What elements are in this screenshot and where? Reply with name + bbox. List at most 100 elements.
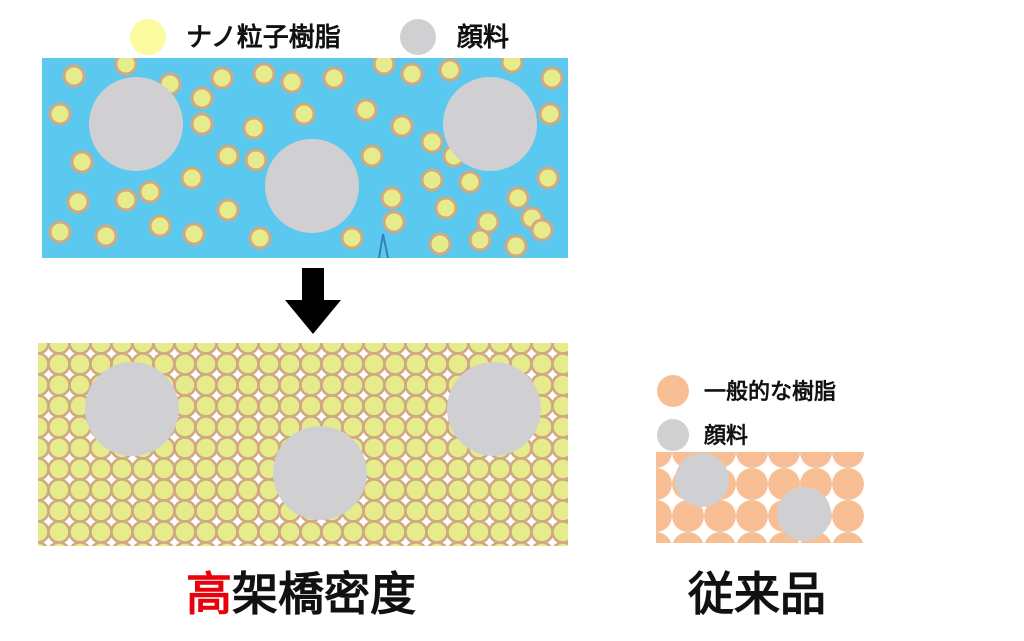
nano-particle <box>38 373 50 397</box>
nano-particle <box>252 62 276 86</box>
pigment-particle <box>675 453 729 507</box>
nano-particle <box>383 343 407 355</box>
nano-particle <box>216 144 240 168</box>
nano-particle <box>382 210 406 234</box>
nano-particle <box>215 436 239 460</box>
nano-particle <box>406 541 426 546</box>
nano-particle <box>425 499 449 523</box>
pigment-particle <box>273 426 367 520</box>
nano-particle <box>551 478 568 502</box>
nano-particle <box>299 343 323 355</box>
nano-particle <box>553 541 568 546</box>
nano-particle <box>131 499 155 523</box>
nano-particle <box>112 541 132 546</box>
conventional-caption: 従来品 <box>688 567 826 621</box>
nano-particle <box>257 373 281 397</box>
nano-particle <box>257 415 281 439</box>
nano-particle <box>278 352 302 376</box>
nano-particle <box>404 436 428 460</box>
nano-particle <box>404 373 428 397</box>
nano-particle <box>320 394 344 418</box>
nano-particle <box>194 478 218 502</box>
nano-particle <box>152 457 176 481</box>
nano-particle <box>538 102 562 126</box>
nano-particle <box>48 220 72 244</box>
nano-particle <box>194 343 218 355</box>
nano-particle <box>152 520 176 544</box>
nano-particle <box>38 457 50 481</box>
dispersed-nano-resin-panel <box>42 58 568 258</box>
nano-particle <box>299 352 323 376</box>
nano-particle <box>238 541 258 546</box>
nano-particle <box>467 520 491 544</box>
nano-particle <box>490 541 510 546</box>
nano-particle <box>511 541 531 546</box>
nano-particle <box>114 188 138 212</box>
pigment-particle <box>265 139 359 233</box>
nano-particle <box>506 186 530 210</box>
nano-particle <box>322 66 346 90</box>
nano-particle <box>248 226 272 250</box>
nano-particle <box>385 541 405 546</box>
nano-particle <box>362 520 386 544</box>
nano-particle <box>299 520 323 544</box>
nano-particle <box>488 343 512 355</box>
nano-particle <box>509 343 533 355</box>
nano-particle <box>194 457 218 481</box>
nano-particle <box>38 415 50 439</box>
nano-particle <box>148 214 172 238</box>
legend-general-resin-label: 一般的な樹脂 <box>704 380 837 405</box>
nano-particle <box>362 478 386 502</box>
nano-particle <box>110 478 134 502</box>
nano-particle <box>257 520 281 544</box>
nano-particle <box>362 343 386 355</box>
nano-particle <box>446 499 470 523</box>
nano-particle <box>110 457 134 481</box>
nano-particle <box>551 415 568 439</box>
nano-particle <box>236 457 260 481</box>
pigment-particle <box>447 362 541 456</box>
nano-particle <box>420 130 444 154</box>
nano-particle <box>468 228 492 252</box>
nano-particle <box>131 343 155 355</box>
nano-particle <box>320 373 344 397</box>
nano-particle <box>236 394 260 418</box>
nano-particle <box>425 373 449 397</box>
nano-particle <box>70 150 94 174</box>
nano-particle <box>551 352 568 376</box>
nano-particle <box>131 520 155 544</box>
nano-particle <box>66 190 90 214</box>
nano-particle <box>509 499 533 523</box>
general-resin-particle <box>800 452 832 468</box>
high-crosslink-caption: 高架橋密度 <box>186 558 416 624</box>
nano-particle <box>38 436 50 460</box>
legend-pigment-label: 顔料 <box>457 23 510 53</box>
nano-particle <box>322 541 342 546</box>
nano-particle <box>530 343 554 355</box>
nano-particle <box>320 352 344 376</box>
nano-particle <box>259 541 279 546</box>
nano-particle <box>530 352 554 376</box>
nano-particle <box>425 394 449 418</box>
nano-particle <box>190 86 214 110</box>
general-resin-particle <box>704 532 736 543</box>
nano-particle <box>257 394 281 418</box>
nano-particle <box>152 478 176 502</box>
nano-particle <box>215 394 239 418</box>
general-resin-particle <box>656 532 672 543</box>
nano-particle <box>551 520 568 544</box>
nano-particle <box>438 58 462 82</box>
general-resin-particle <box>832 532 864 543</box>
nano-particle <box>428 232 452 256</box>
nano-particle <box>488 457 512 481</box>
nano-particle <box>244 148 268 172</box>
nano-particle <box>362 373 386 397</box>
nano-particle <box>341 520 365 544</box>
nano-particle <box>38 394 50 418</box>
nano-particle <box>215 478 239 502</box>
nano-particle <box>110 520 134 544</box>
nano-particle <box>131 478 155 502</box>
nano-particle <box>458 170 482 194</box>
nano-particle <box>257 343 281 355</box>
nano-particle <box>427 541 447 546</box>
